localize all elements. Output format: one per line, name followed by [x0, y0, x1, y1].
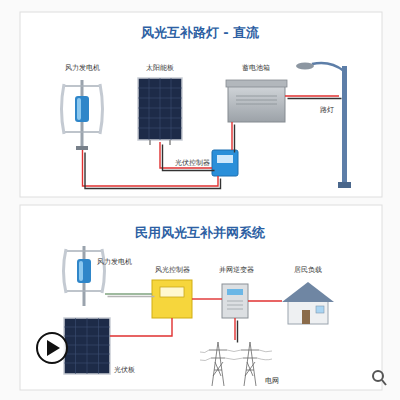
wire-line [288, 98, 342, 99]
turbine-blade [100, 84, 103, 134]
turbine-blade [64, 249, 67, 293]
solar-panel [64, 318, 110, 374]
wire-line [163, 145, 215, 171]
controller-display [160, 287, 184, 297]
wire-connector [83, 150, 221, 189]
turbine-arm [63, 85, 101, 87]
street-lamp: 路灯 [339, 66, 349, 188]
solar-leg [150, 140, 170, 145]
panel-background [20, 12, 382, 197]
component-label: 蓄电池箱 [242, 65, 270, 72]
turbine-pole [81, 80, 84, 150]
controller-display [217, 155, 233, 163]
wire-line [108, 296, 155, 297]
wire-line [83, 150, 219, 186]
lamp-arm [312, 63, 344, 71]
wire-connector [160, 142, 215, 171]
turbine-arm [65, 250, 103, 252]
panel-title: 风光互补路灯 - 直流 [141, 26, 259, 39]
play-icon [47, 340, 60, 356]
component-label: 光伏板 [114, 367, 135, 374]
wind-turbine: 风力发电机 [62, 244, 105, 306]
house-roof [282, 282, 334, 302]
battery-box: 蓄电池箱 [228, 80, 285, 122]
wire-connector [105, 294, 155, 297]
hybrid-controller: 风光控制器 [152, 280, 192, 318]
inverter-display [227, 289, 243, 295]
power-tower [241, 342, 259, 386]
wire-line [234, 125, 235, 153]
component-label: 居民负载 [294, 267, 322, 274]
lamp-pole [342, 66, 347, 188]
inverter-fins [227, 301, 243, 309]
power-line [200, 350, 272, 361]
house-window [316, 306, 324, 313]
component-label: 风光控制器 [155, 267, 190, 274]
turbine-blade [62, 84, 65, 134]
wire-line [234, 318, 235, 340]
house-load: 居民负载 [282, 282, 334, 324]
wire-connector [248, 301, 282, 302]
turbine-arm [65, 290, 103, 292]
wire-line [285, 95, 339, 96]
battery-box [228, 84, 285, 122]
wire-connector [192, 299, 222, 300]
solar-panel [138, 78, 182, 140]
wire-connector [235, 318, 238, 343]
solar-grid [138, 78, 182, 140]
component-label: 太阳能板 [146, 65, 174, 72]
controller-box [212, 150, 238, 176]
turbine-highlight [77, 98, 81, 120]
component-label: 电网 [265, 378, 279, 385]
wire-line [237, 321, 238, 343]
wind-turbine: 风力发电机 [60, 76, 105, 150]
component-label: 路灯 [320, 107, 334, 114]
wire-line [192, 298, 222, 299]
wire-connector [232, 122, 235, 153]
wire-line [231, 122, 232, 150]
zoom-icon [373, 371, 383, 381]
turbine-base [76, 146, 88, 150]
power-tower [209, 342, 227, 386]
grid-inverter: 并网逆变器 [222, 284, 248, 318]
battery-lid [226, 80, 287, 87]
solar-panel: 太阳能板 [138, 78, 182, 142]
panel-title: 民用风光互补并网系统 [135, 226, 265, 239]
diagram-panel: 风光互补路灯 - 直流风力发电机太阳能板蓄电池箱路灯光伏控制器 [20, 12, 382, 197]
zoom-icon [382, 380, 386, 385]
turbine-generator [75, 96, 89, 122]
component-label: 风力发电机 [97, 259, 132, 266]
wire-line [248, 300, 282, 301]
solar-panel: 光伏板 [64, 318, 110, 374]
turbine-arm [63, 131, 101, 133]
wire-line [110, 318, 172, 336]
component-label: 并网逆变器 [219, 267, 254, 274]
wire-line [85, 153, 221, 189]
solar-grid [64, 318, 110, 374]
house-door [302, 310, 310, 324]
turbine-blade [102, 249, 105, 293]
wire-line [160, 142, 212, 168]
turbine-highlight [79, 261, 83, 281]
wire-connector [285, 96, 342, 99]
component-label: 光伏控制器 [175, 160, 210, 167]
power-grid: 电网 [205, 340, 265, 386]
wire-connector [110, 318, 172, 336]
turbine-pole [83, 246, 86, 306]
panel-background [20, 205, 382, 390]
turbine-generator [77, 259, 91, 283]
wire-line [105, 293, 152, 294]
diagram-panel: 民用风光互补并网系统风力发电机风光控制器并网逆变器居民负载光伏板电网 [20, 205, 382, 390]
pv-controller: 光伏控制器 [212, 150, 238, 176]
inverter-box [222, 284, 248, 318]
house-wall [288, 300, 328, 324]
battery-vent [236, 96, 277, 104]
lamp-base [338, 182, 351, 188]
controller-box [152, 280, 192, 318]
lamp-head [296, 63, 314, 70]
component-label: 风力发电机 [65, 65, 100, 72]
play-button [37, 333, 67, 363]
